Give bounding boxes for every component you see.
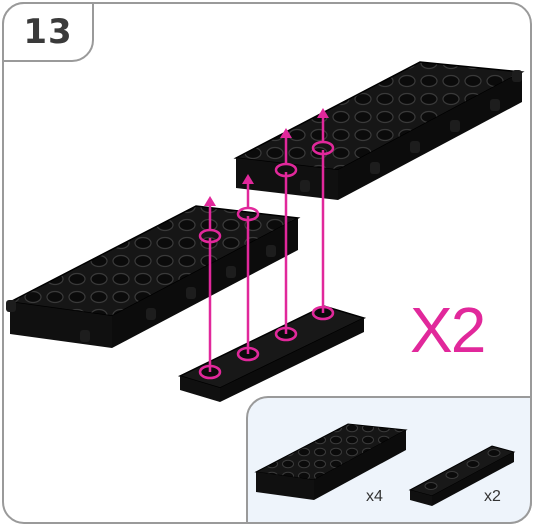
flat-plate-bottom [180, 306, 364, 402]
step-number-badge: 13 [2, 2, 94, 62]
step-number: 13 [23, 12, 72, 52]
brick-plate-4x8-icon [256, 424, 406, 500]
part-qty-plate: x2 [484, 488, 501, 506]
parts-list-panel: x4 x2 [246, 396, 532, 524]
part-qty-brick: x4 [366, 488, 383, 506]
build-multiplier: X2 [410, 298, 484, 362]
brick-plate-upper [236, 62, 522, 200]
brick-plate-left [6, 206, 298, 348]
